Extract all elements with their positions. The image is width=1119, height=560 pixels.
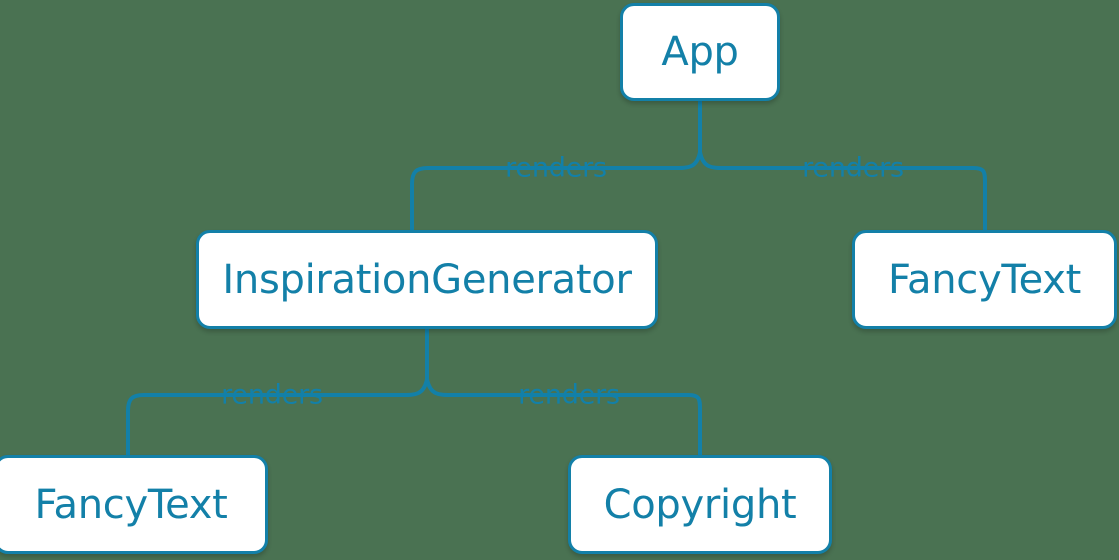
node-fancytext-bottom-label: FancyText bbox=[34, 481, 228, 528]
node-fancytext-top-label: FancyText bbox=[887, 256, 1082, 303]
node-fancytext-bottom[interactable]: FancyText bbox=[0, 455, 268, 554]
node-fancytext-top[interactable]: FancyText bbox=[852, 230, 1117, 329]
edge-label-inspiration-generator-to-fancytext-bottom: renders bbox=[221, 379, 323, 411]
node-inspiration-generator[interactable]: InspirationGenerator bbox=[196, 230, 658, 329]
edge-label-inspiration-generator-to-copyright: renders bbox=[518, 379, 620, 411]
node-inspiration-generator-label: InspirationGenerator bbox=[222, 256, 632, 303]
edge-label-app-to-fancytext-top: renders bbox=[802, 152, 904, 184]
node-app-label: App bbox=[661, 29, 739, 75]
node-app[interactable]: App bbox=[620, 3, 780, 101]
node-copyright[interactable]: Copyright bbox=[568, 455, 832, 554]
edge-label-app-to-inspiration-generator: renders bbox=[505, 152, 607, 184]
node-copyright-label: Copyright bbox=[603, 481, 797, 528]
